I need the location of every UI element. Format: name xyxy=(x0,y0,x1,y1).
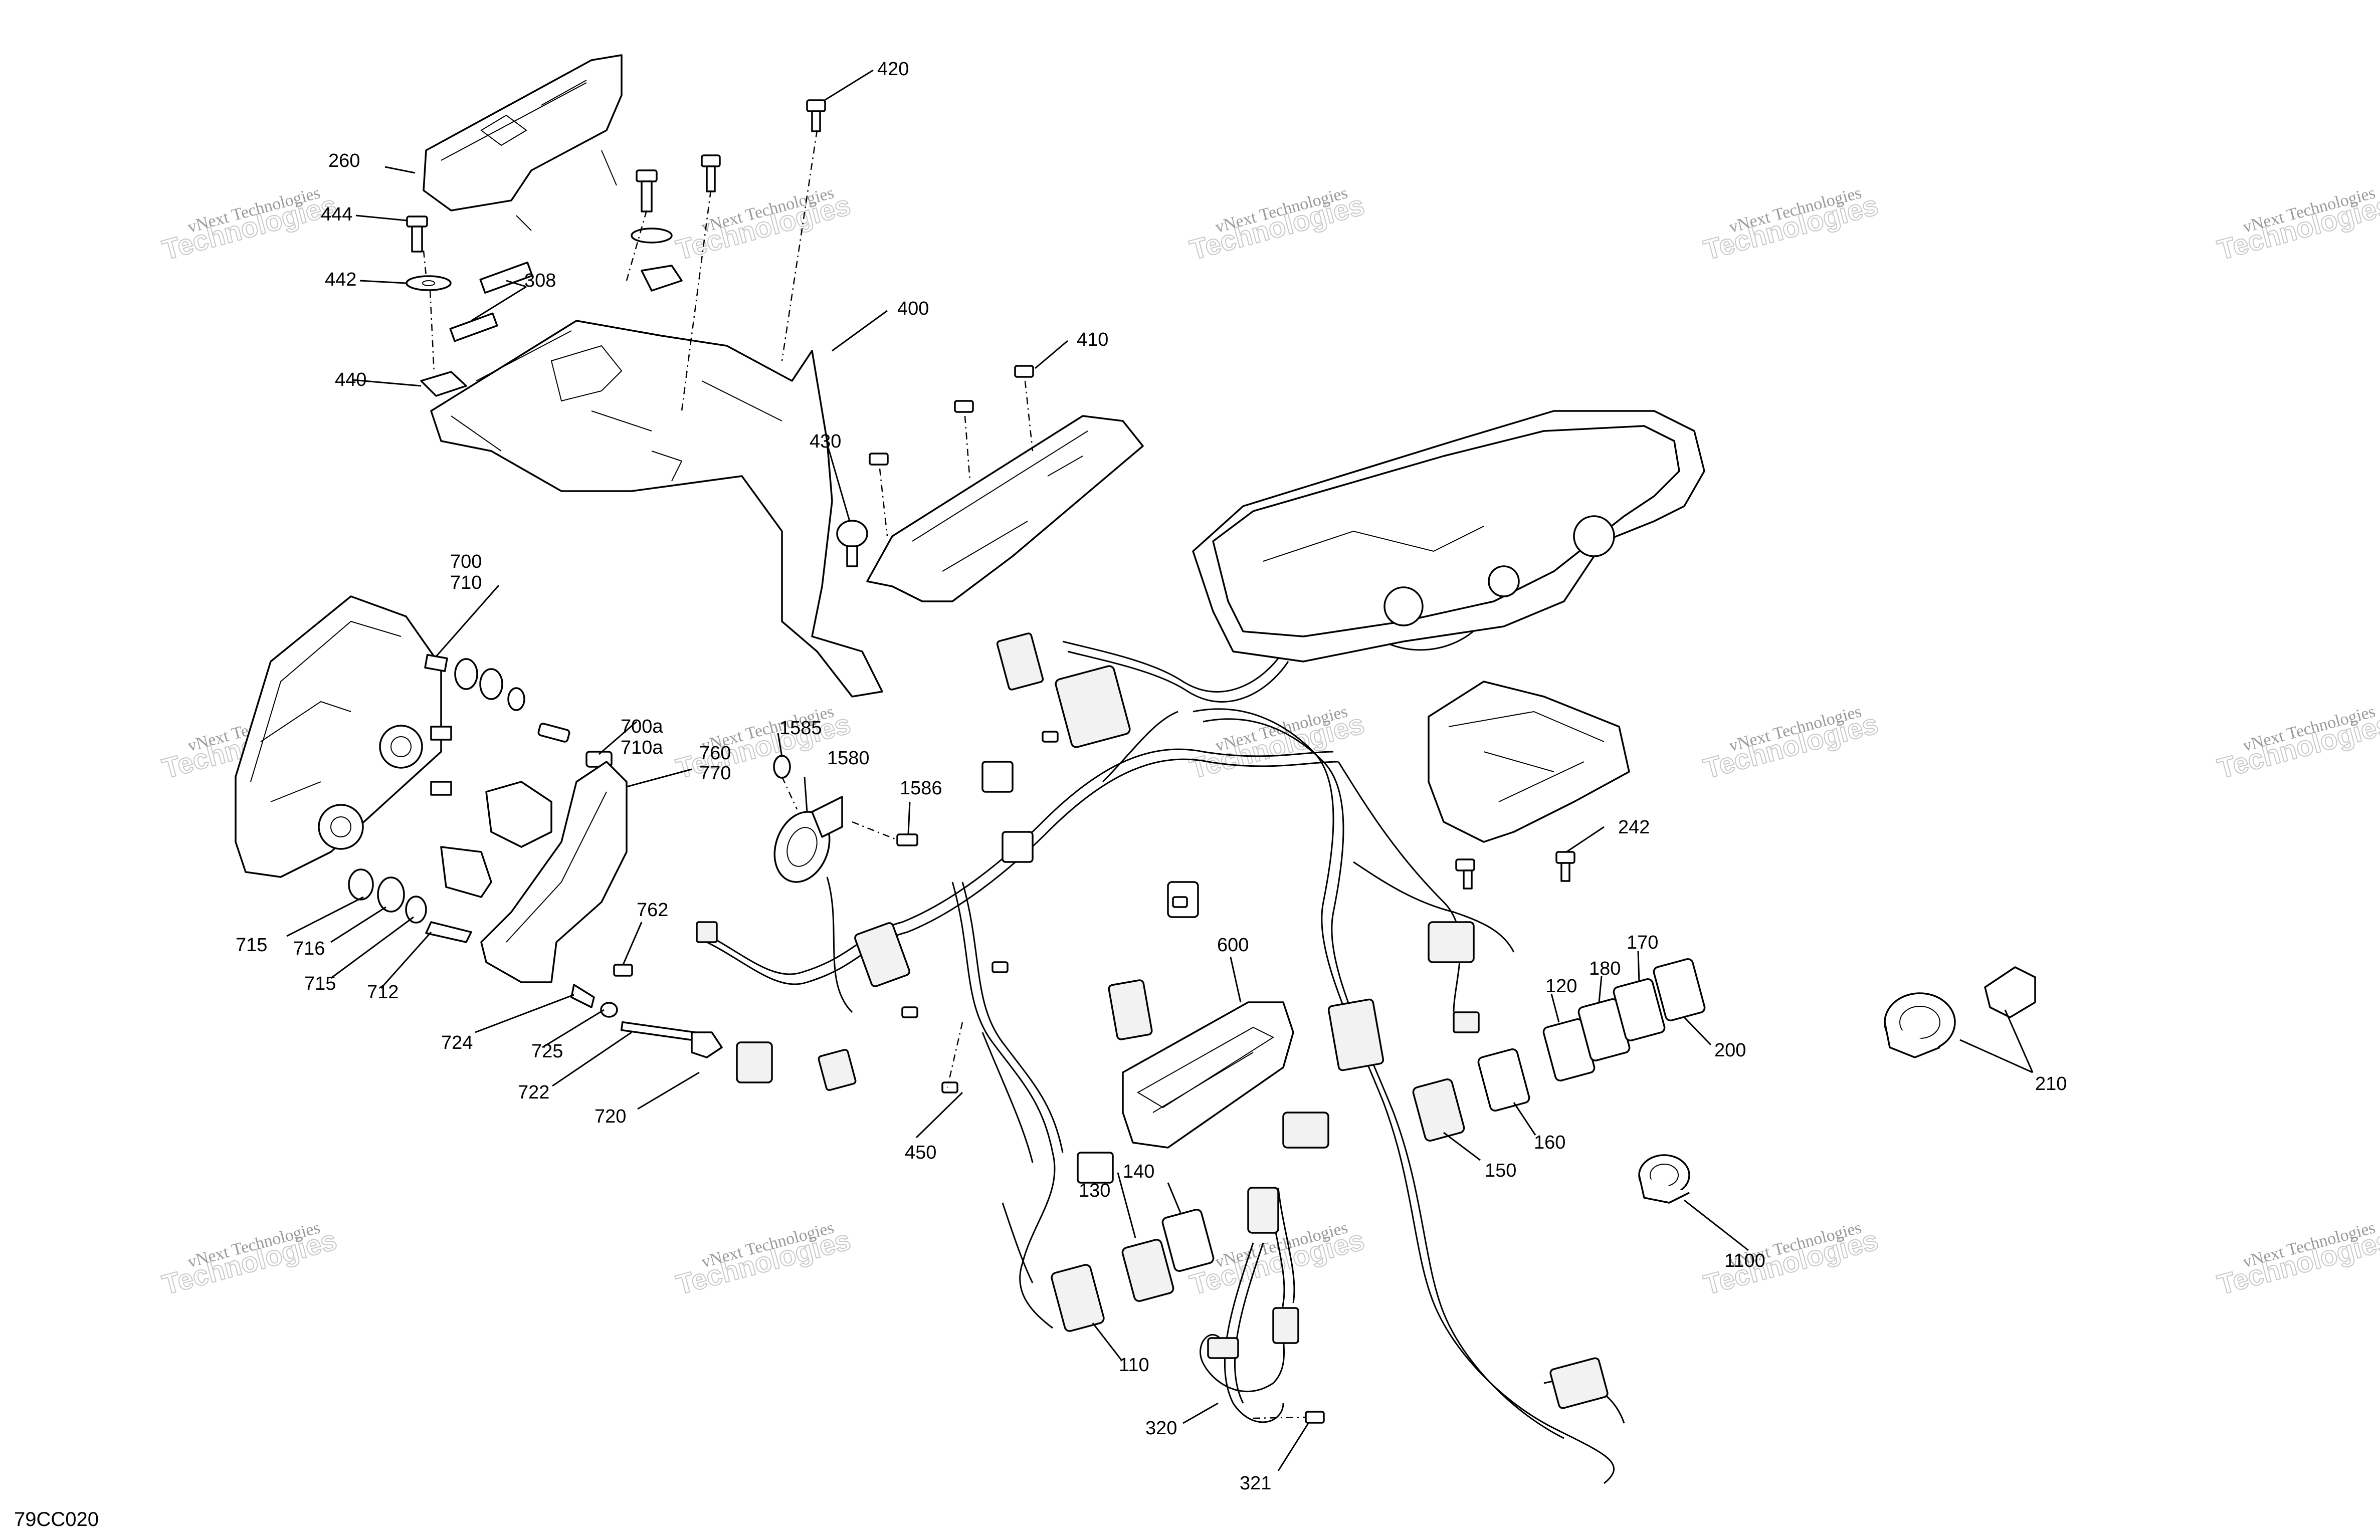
callout-700: 700 xyxy=(450,551,482,572)
callout-712: 712 xyxy=(367,982,399,1003)
callout-725: 725 xyxy=(531,1041,563,1062)
callout-200: 200 xyxy=(1714,1040,1746,1061)
callout-1586: 1586 xyxy=(900,778,942,799)
headlight-part-700 xyxy=(235,595,452,878)
parts-artwork xyxy=(235,54,2036,1484)
harness-connectors xyxy=(696,632,1609,1409)
callout-710: 710 xyxy=(450,572,482,593)
callout-440: 440 xyxy=(335,369,366,390)
connector-part-140 xyxy=(1161,1209,1215,1272)
adjuster-screw-group xyxy=(570,964,723,1058)
callout-716: 716 xyxy=(293,938,325,959)
callout-130: 130 xyxy=(1079,1180,1110,1201)
callout-430: 430 xyxy=(810,431,841,452)
callout-160: 160 xyxy=(1534,1132,1565,1153)
cluster-housing xyxy=(1192,410,1705,663)
callout-150: 150 xyxy=(1485,1160,1516,1181)
grommets-700 xyxy=(348,658,570,943)
callout-180: 180 xyxy=(1589,958,1621,979)
callout-762: 762 xyxy=(637,900,668,921)
callout-170: 170 xyxy=(1627,932,1658,953)
switch-part-160 xyxy=(1477,1048,1530,1112)
fastener-444 xyxy=(406,215,428,253)
connector-part-110 xyxy=(1051,1264,1105,1332)
switch-part-170 xyxy=(1613,978,1666,1041)
callout-770: 770 xyxy=(699,763,731,784)
fastener-stack xyxy=(631,154,721,292)
callout-260: 260 xyxy=(328,150,360,171)
callout-120: 120 xyxy=(1545,976,1577,997)
callout-110: 110 xyxy=(1119,1355,1149,1376)
callout-410: 410 xyxy=(1077,329,1108,350)
clip-440 xyxy=(420,371,467,397)
callout-210: 210 xyxy=(2035,1073,2067,1094)
washer-442 xyxy=(406,275,452,291)
callout-715: 715 xyxy=(304,973,336,994)
callout-321: 321 xyxy=(1240,1473,1271,1494)
headlight-bracket-part-770 xyxy=(480,761,628,983)
spring-308 xyxy=(449,261,533,342)
callout-320: 320 xyxy=(1145,1418,1177,1439)
gauge-part-600 xyxy=(1122,1001,1294,1149)
callout-444: 444 xyxy=(321,204,352,225)
power-socket-part-1100 xyxy=(1638,1154,1690,1204)
mounting-plate-part-400 xyxy=(430,320,883,698)
callout-1585: 1585 xyxy=(779,718,822,739)
callout-1580: 1580 xyxy=(827,748,870,769)
switch-part-150 xyxy=(1412,1078,1465,1142)
switch-part-200 xyxy=(1653,958,1706,1021)
leader-lines xyxy=(286,69,2034,1471)
callout-140: 140 xyxy=(1123,1161,1154,1182)
callout-600: 600 xyxy=(1217,935,1249,956)
module-part-242 xyxy=(1428,681,1630,890)
callout-715: 715 xyxy=(236,935,267,956)
horn-part-1580 xyxy=(773,755,918,883)
push-pin-430 xyxy=(836,520,868,567)
callout-710a: 710a xyxy=(621,737,663,758)
callout-722: 722 xyxy=(518,1082,549,1103)
callout-760: 760 xyxy=(699,743,731,764)
callout-labels: 260 444 442 308 440 420 400 410 430 700 … xyxy=(236,59,2067,1494)
callout-400: 400 xyxy=(897,298,929,319)
key-switch-part-210 xyxy=(1884,966,2036,1058)
connector-part-130 xyxy=(1121,1239,1174,1302)
callout-724: 724 xyxy=(441,1032,473,1053)
callout-442: 442 xyxy=(325,269,356,290)
drawing-code: 79CC020 xyxy=(14,1508,99,1530)
callout-242: 242 xyxy=(1618,817,1650,838)
callout-700a: 700a xyxy=(621,716,663,737)
screws-410 xyxy=(869,365,1034,466)
callout-308: 308 xyxy=(524,270,556,291)
callout-720: 720 xyxy=(594,1106,626,1127)
callout-450: 450 xyxy=(905,1142,936,1163)
callout-1100: 1100 xyxy=(1724,1250,1765,1271)
cover-part-260 xyxy=(423,54,623,231)
screw-420 xyxy=(806,99,826,132)
sub-harness-part-320 xyxy=(1200,1187,1325,1424)
callout-420: 420 xyxy=(877,59,909,80)
bulb-part-700a xyxy=(440,751,613,898)
bracket-part-410 xyxy=(866,415,1144,602)
